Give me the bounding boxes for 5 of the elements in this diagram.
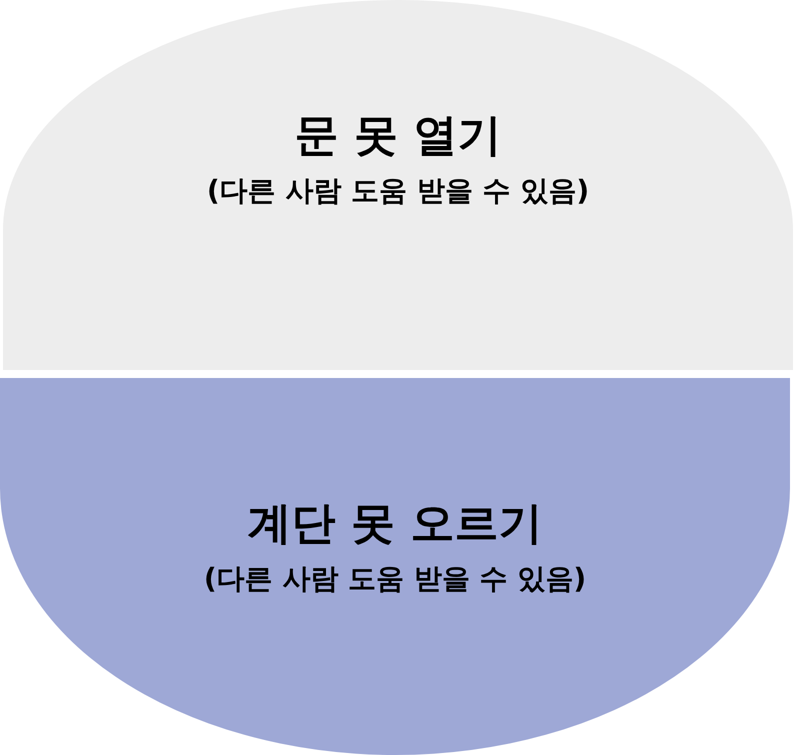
note-text: (다른 사람 도움 받을 수 있음) — [204, 561, 586, 596]
note-text: (다른 사람 도움 받을 수 있음) — [206, 173, 590, 208]
heading-text: 문 못 열기 — [294, 109, 502, 163]
bowl-shape — [0, 378, 790, 755]
heading-text: 계단 못 오르기 — [248, 497, 542, 551]
